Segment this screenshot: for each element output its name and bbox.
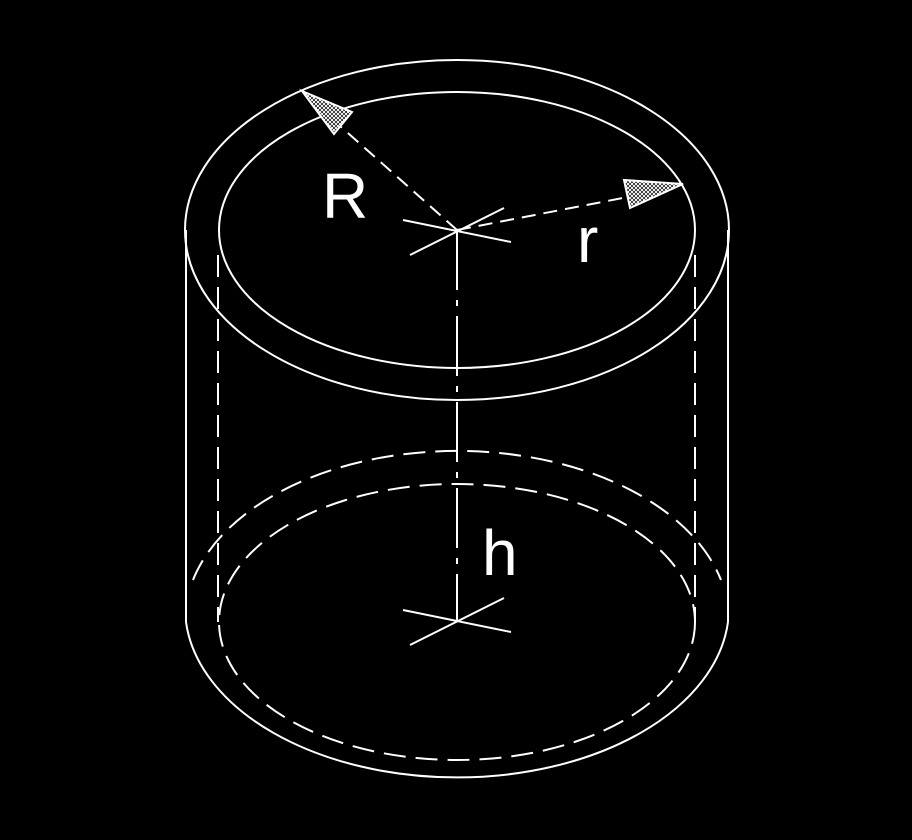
outer-radius-arrowhead — [299, 88, 354, 136]
inner-radius-arrowhead — [622, 178, 684, 210]
bottom-center-mark — [402, 597, 512, 646]
top-center-mark — [402, 207, 512, 256]
bottom-outer-front-arc — [185, 621, 729, 779]
label-height: h — [482, 517, 518, 589]
label-outer-radius: R — [322, 160, 368, 232]
outer-radius-line — [321, 109, 458, 231]
inner-radius-line — [456, 196, 629, 231]
label-inner-radius: r — [577, 204, 598, 276]
